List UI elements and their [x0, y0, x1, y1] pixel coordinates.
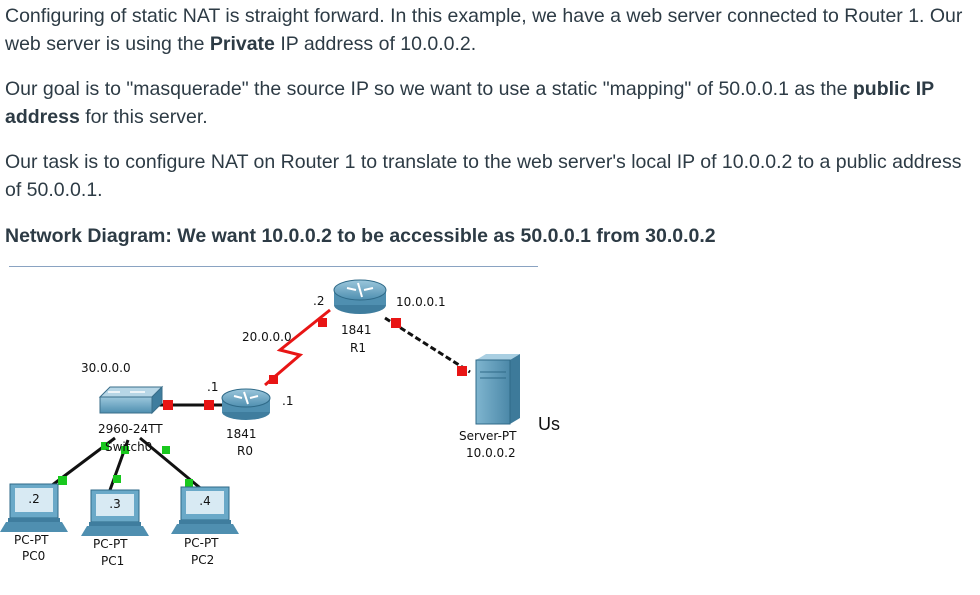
- switch-port-label: .1: [207, 380, 218, 394]
- intro-bold: Private: [209, 33, 275, 55]
- intro-text-b: IP address of 10.0.0.2.: [274, 33, 477, 55]
- pc2-model-label: PC-PT: [184, 536, 219, 550]
- r1-port-label: .2: [313, 294, 324, 308]
- switch-icon[interactable]: [98, 385, 164, 415]
- intro-text-a: Configuring of static NAT is straight fo…: [5, 5, 963, 55]
- switch-model-label: 2960-24TT: [98, 422, 163, 436]
- network-20-label: 20.0.0.0: [242, 330, 292, 344]
- pc2-name-label: PC2: [191, 553, 214, 567]
- r1-name-label: R1: [350, 341, 366, 355]
- r1-model-label: 1841: [341, 323, 372, 337]
- switch-name-label: Switch0: [105, 440, 152, 454]
- network-30-label: 30.0.0.0: [81, 361, 131, 375]
- diagram-heading: Network Diagram: We want 10.0.0.2 to be …: [5, 225, 716, 247]
- goal-text-a: Our goal is to "masquerade" the source I…: [5, 78, 853, 100]
- r0-model-label: 1841: [226, 427, 257, 441]
- pc0-name-label: PC0: [22, 549, 45, 563]
- link-pc1-switch: [108, 439, 130, 491]
- server-ip-label: 10.0.0.2: [466, 446, 516, 460]
- server-icon[interactable]: [475, 354, 520, 425]
- pc1-screen-label: .3: [109, 497, 120, 511]
- r0-name-label: R0: [237, 444, 253, 458]
- intro-paragraph: Configuring of static NAT is straight fo…: [5, 2, 965, 58]
- pc1-icon[interactable]: [81, 489, 149, 536]
- server-extra-label: Us: [538, 414, 560, 434]
- pc0-icon[interactable]: [0, 483, 68, 532]
- pc1-model-label: PC-PT: [93, 537, 128, 551]
- pc2-screen-label: .4: [199, 494, 210, 508]
- r0-port-label: .1: [282, 394, 293, 408]
- task-paragraph: Our task is to configure NAT on Router 1…: [5, 151, 962, 201]
- divider: [9, 266, 538, 267]
- pc1-name-label: PC1: [101, 554, 124, 568]
- router-r0-icon[interactable]: [221, 388, 271, 420]
- pc0-model-label: PC-PT: [14, 533, 49, 547]
- server-model-label: Server-PT: [459, 429, 517, 443]
- link-pc2-switch: [139, 436, 206, 494]
- pc0-screen-label: .2: [28, 492, 39, 506]
- link-switch-r0: [150, 400, 225, 410]
- goal-paragraph: Our goal is to "masquerade" the source I…: [5, 75, 965, 131]
- goal-text-b: for this server.: [79, 106, 208, 128]
- pc2-icon[interactable]: [171, 486, 239, 534]
- link-r0-r1-serial: [264, 308, 331, 387]
- router-r1-icon[interactable]: [333, 279, 387, 314]
- network-10-label: 10.0.0.1: [396, 295, 446, 309]
- goal-bold: public IP address: [5, 78, 934, 128]
- link-r1-server: [384, 316, 471, 376]
